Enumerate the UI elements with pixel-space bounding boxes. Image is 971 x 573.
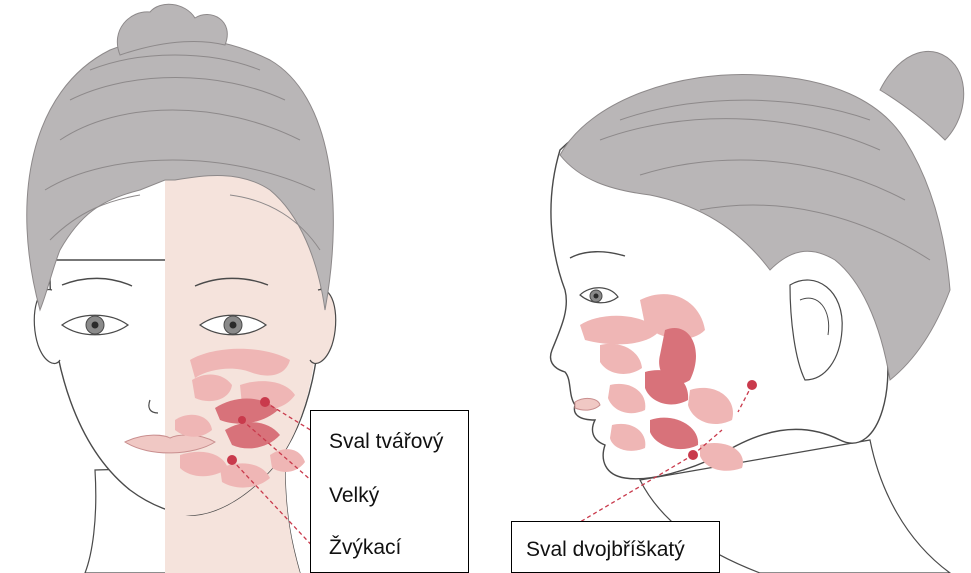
front-marker-1: [260, 397, 270, 407]
profile-label-box: Sval dvojbříškatý: [511, 521, 720, 573]
label-zvykaci: Žvýkací: [329, 536, 401, 560]
front-label-box: Sval tvářový Velký Žvýkací: [310, 410, 469, 573]
front-face: [27, 4, 336, 573]
front-marker-3: [227, 455, 237, 465]
label-velky: Velký: [329, 484, 379, 508]
label-sval-tvarovy: Sval tvářový: [329, 430, 443, 454]
front-marker-2: [238, 416, 246, 424]
profile-marker-2: [688, 450, 698, 460]
label-sval-dvojbriskaty: Sval dvojbříškatý: [526, 538, 685, 562]
profile-marker-1: [747, 380, 757, 390]
profile-face: [551, 51, 964, 573]
